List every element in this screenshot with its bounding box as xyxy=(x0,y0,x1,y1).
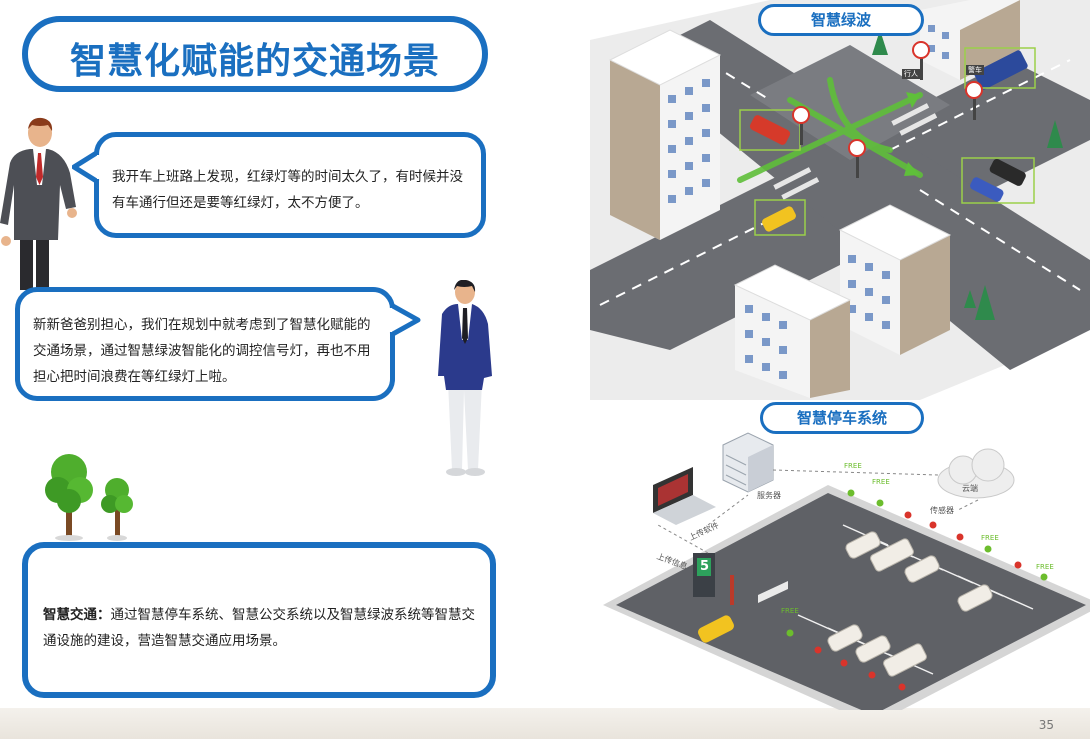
father-bubble-tail xyxy=(72,150,100,184)
summary-colon: ： xyxy=(97,607,111,623)
summary-label: 智慧交通 xyxy=(43,607,97,623)
parking-label-pill: 智慧停车系统 xyxy=(760,402,924,434)
green-wave-label-pill: 智慧绿波 xyxy=(758,4,924,36)
lot-count-display: 5 xyxy=(700,559,710,574)
man-suit-figure xyxy=(0,117,77,290)
father-speech-bubble: 我开车上班路上发现，红绿灯等的时间太久了，有时候并没有车通行但还是要等红绿灯，太… xyxy=(94,132,486,238)
tag-free-2: FREE xyxy=(872,478,890,486)
planner-bubble-tail xyxy=(388,303,421,337)
summary-box: 智慧交通：通过智慧停车系统、智慧公交系统以及智慧绿波系统等智慧交通设施的建设，营… xyxy=(22,542,496,698)
page-title-pill: 智慧化赋能的交通场景 xyxy=(22,16,488,92)
father-speech-text: 我开车上班路上发现，红绿灯等的时间太久了，有时候并没有车通行但还是要等红绿灯，太… xyxy=(112,169,463,211)
trees-illustration xyxy=(45,454,133,541)
tag-cloud: 云端 xyxy=(962,484,978,493)
planner-speech-bubble: 新新爸爸别担心，我们在规划中就考虑到了智慧化赋能的交通场景，通过智慧绿波智能化的… xyxy=(15,287,395,401)
tag-server: 服务器 xyxy=(757,491,781,500)
page-number: 35 xyxy=(1038,718,1054,732)
green-wave-intersection-illustration xyxy=(590,0,1090,400)
tag-free-1: FREE xyxy=(844,462,862,470)
man-planner-figure xyxy=(438,280,492,476)
tag-free-5: FREE xyxy=(781,607,799,615)
page-title: 智慧化赋能的交通场景 xyxy=(69,41,440,82)
tag-free-3: FREE xyxy=(981,534,999,542)
planner-speech-text: 新新爸爸别担心，我们在规划中就考虑到了智慧化赋能的交通场景，通过智慧绿波智能化的… xyxy=(33,317,371,385)
parking-label: 智慧停车系统 xyxy=(796,409,887,427)
smart-parking-illustration xyxy=(603,432,1090,710)
tag-pedestrian: 行人 xyxy=(902,69,920,79)
summary-text: 通过智慧停车系统、智慧公交系统以及智慧绿波系统等智慧交通设施的建设，营造智慧交通… xyxy=(43,607,475,649)
tag-police: 警车 xyxy=(966,65,984,75)
green-wave-label: 智慧绿波 xyxy=(810,11,871,29)
bottom-decor-band xyxy=(0,708,1090,739)
tag-free-4: FREE xyxy=(1036,563,1054,571)
tag-sensor: 传感器 xyxy=(930,506,954,515)
